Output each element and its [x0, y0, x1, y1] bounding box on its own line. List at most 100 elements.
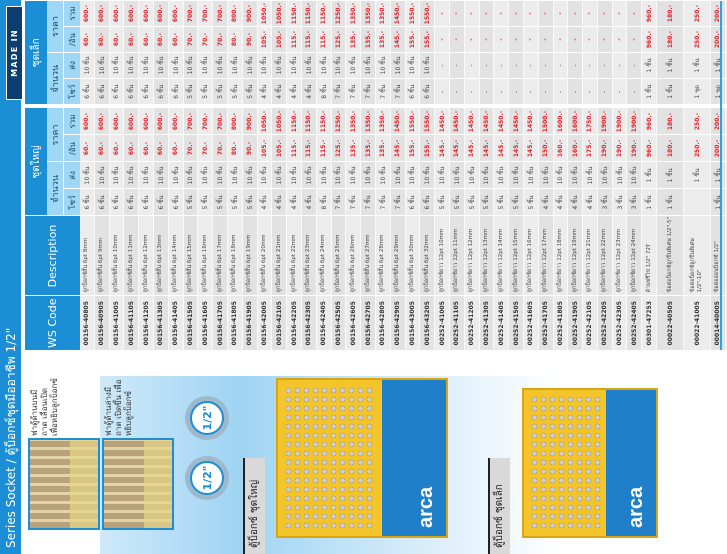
small-total: 800.- [227, 0, 243, 27]
small-show: 6 ชิ้น [153, 78, 169, 105]
small-unit: - [612, 26, 627, 53]
small-ship: - [523, 52, 539, 79]
small-unit: 60.- [138, 26, 154, 53]
ws-code: 00252-41005 [434, 296, 450, 350]
ws-code: 00156-41805 [227, 296, 243, 350]
small-unit: 960.- [641, 26, 657, 53]
large-unit: 115.- [301, 135, 317, 162]
ws-code: 00252-42405 [626, 296, 642, 350]
description: ลูกบ็อกซ์สั้น 6pt 23mm [301, 216, 317, 296]
price-table: WS Code Description ชุดใหญ่ ชุดเล็ก จำนว… [25, 0, 727, 350]
col-header-set-small: ชุดเล็ก [25, 0, 47, 105]
large-unit: 60.- [123, 135, 139, 162]
small-ship: - [449, 52, 465, 79]
large-show: 6 ชิ้น [138, 189, 154, 216]
small-ship: 10 ชิ้น [138, 52, 154, 79]
large-show: 7 ชิ้น [375, 189, 391, 216]
ws-code: 00252-41105 [449, 296, 465, 350]
large-ship: 10 ชิ้น [612, 162, 627, 189]
small-show: 6 ชิ้น [419, 78, 435, 105]
description: ลูกบ็อกซ์ยาว 12pt 17mm [538, 216, 553, 296]
description: ข้อต่อบ็อกซ์ลูกปืนพิเศษ 1/2"-5" [656, 216, 684, 296]
large-ship: 10 ชิ้น [183, 162, 198, 189]
large-ship: 10 ชิ้น [597, 162, 613, 189]
description: ลูกบ็อกซ์สั้น 6pt 12mm [138, 216, 154, 296]
ws-code: 00156-43005 [405, 296, 420, 350]
small-ship: - [597, 52, 613, 79]
column-gap [434, 104, 450, 108]
ws-code: 00156-42805 [375, 296, 391, 350]
large-unit: 180.- [656, 135, 684, 162]
large-unit: 115.- [316, 135, 332, 162]
small-unit: 250.- [683, 26, 711, 53]
ws-code: 00156-42105 [271, 296, 287, 350]
large-ship: 10 ชิ้น [434, 162, 450, 189]
small-show: 4 ชิ้น [301, 78, 317, 105]
large-ship: 10 ชิ้น [345, 162, 361, 189]
sockets-graphic [284, 386, 375, 530]
small-unit: 105.- [271, 26, 287, 53]
small-ship: 1 ชิ้น [710, 52, 726, 79]
small-total: 600.- [138, 0, 154, 27]
small-show: 6 ชิ้น [138, 78, 154, 105]
small-show: 8 ชิ้น [316, 78, 332, 105]
large-total: 700.- [197, 108, 213, 135]
large-total: 1450.- [508, 108, 524, 135]
small-ship: 10 ชิ้น [212, 52, 228, 79]
small-total: - [597, 0, 613, 27]
large-ship: 10 ชิ้น [567, 162, 583, 189]
small-unit: - [538, 26, 553, 53]
large-total: 600.- [138, 108, 154, 135]
sockets-graphic [530, 396, 602, 530]
large-total: 600.- [123, 108, 139, 135]
large-show: 6 ชิ้น [419, 189, 435, 216]
column-gap [493, 104, 509, 108]
small-show: - [523, 78, 539, 105]
small-show: 5 ชิ้น [183, 78, 198, 105]
large-total: 1600.- [553, 108, 568, 135]
small-total: - [523, 0, 539, 27]
large-ship: 1 ชิ้น [656, 162, 684, 189]
small-show: 5 ชิ้น [197, 78, 213, 105]
description: ลูกบ็อกซ์ยาว 12pt 19mm [567, 216, 583, 296]
small-show: 4 ชิ้น [271, 78, 287, 105]
column-gap [94, 104, 110, 108]
small-show: 6 ชิ้น [123, 78, 139, 105]
toolbox-large-image: arca [276, 378, 448, 538]
small-unit: 135.- [345, 26, 361, 53]
description: ลูกบ็อกซ์ยาว 12pt 24mm [626, 216, 642, 296]
small-ship: - [493, 52, 509, 79]
large-total: 1350.- [360, 108, 376, 135]
column-gap [286, 104, 302, 108]
small-ship: 10 ชิ้น [360, 52, 376, 79]
large-unit: 145.- [479, 135, 494, 162]
large-show: 6 ชิ้น [80, 189, 95, 216]
large-unit: 70.- [212, 135, 228, 162]
description: ลูกบ็อกซ์ยาว 12pt 21mm [582, 216, 598, 296]
large-ship: 10 ชิ้น [197, 162, 213, 189]
small-ship: - [612, 52, 627, 79]
small-show: 6 ชิ้น [405, 78, 420, 105]
large-ship: 10 ชิ้น [271, 162, 287, 189]
small-ship: 10 ชิ้น [301, 52, 317, 79]
small-total: 250.- [683, 0, 711, 27]
large-unit: 145.- [493, 135, 509, 162]
large-ship: 10 ชิ้น [360, 162, 376, 189]
large-unit: 155.- [419, 135, 435, 162]
small-total: - [582, 0, 598, 27]
ws-code: 00252-41305 [479, 296, 494, 350]
large-ship: 10 ชิ้น [538, 162, 553, 189]
large-unit: 160.- [553, 135, 568, 162]
small-unit: - [508, 26, 524, 53]
